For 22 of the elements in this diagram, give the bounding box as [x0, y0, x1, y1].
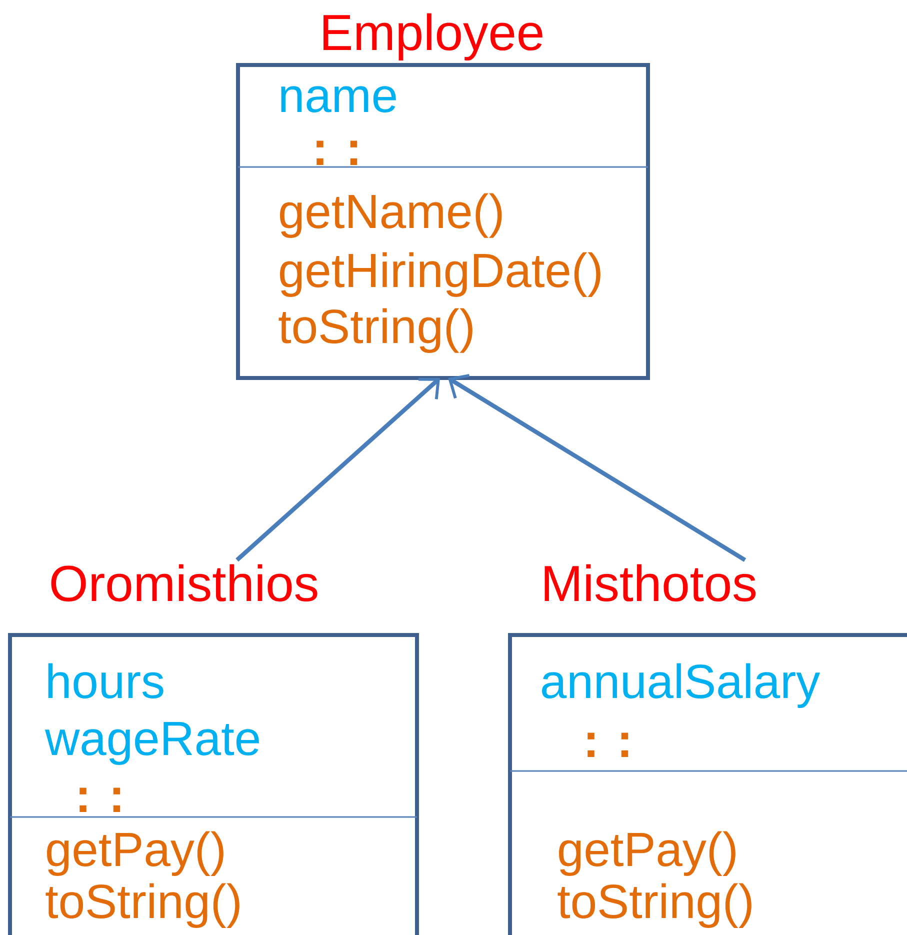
ellipsis: : :: [80, 788, 120, 812]
class-box: [8, 564, 419, 935]
method: getPay(): [559, 831, 736, 876]
method: getPay(): [47, 831, 224, 876]
class-box: [508, 564, 907, 935]
method: toString(): [558, 883, 752, 928]
class-name: Oromisthios: [51, 564, 318, 602]
attribute: wageRate: [44, 722, 259, 765]
ellipsis: : :: [316, 140, 358, 165]
inheritance-arrow: [448, 374, 746, 562]
method: toString(): [278, 308, 472, 353]
class-name: Misthotos: [544, 564, 756, 602]
method: toString(): [46, 883, 240, 928]
class-box: [236, 13, 650, 380]
attribute: hours: [48, 663, 164, 698]
attribute: annualSalary: [542, 663, 820, 708]
ellipsis: : :: [588, 732, 628, 757]
method: getHiringDate(): [280, 252, 600, 297]
inheritance-arrow: [236, 378, 440, 562]
class-name: Employee: [324, 13, 542, 61]
attribute: name: [281, 86, 396, 112]
method: getName(): [280, 193, 502, 238]
